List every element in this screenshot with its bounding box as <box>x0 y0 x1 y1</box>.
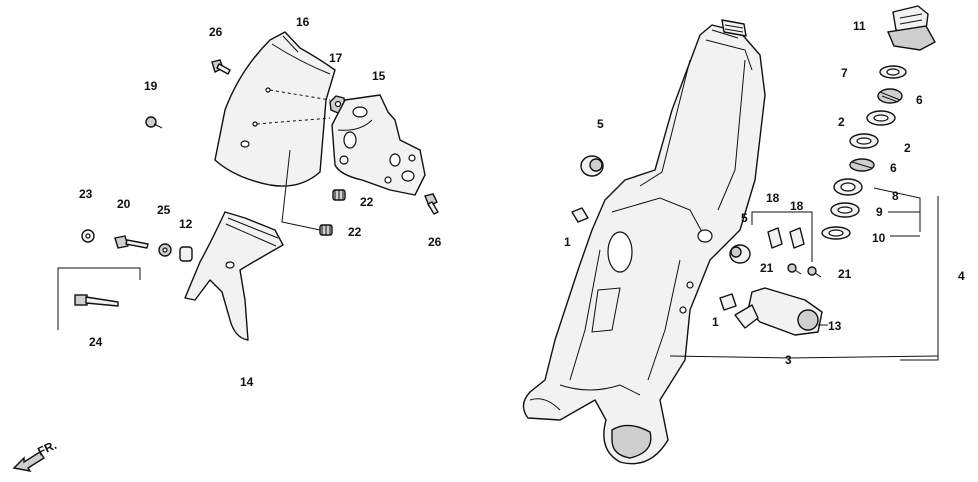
part-5-bushing-right <box>729 244 751 264</box>
part-26-bolt-upper <box>211 59 231 75</box>
label-17: 17 <box>329 51 343 65</box>
label-14: 14 <box>240 375 254 389</box>
label-6-upper: 6 <box>916 93 923 107</box>
part-6-bearing-lower <box>849 158 875 172</box>
label-5-right: 5 <box>741 211 748 225</box>
label-20: 20 <box>117 197 131 211</box>
part-20-bolt <box>114 235 149 249</box>
part-10-washer <box>821 226 851 240</box>
part-24-bolt <box>57 267 141 330</box>
part-22-clip-lower <box>319 224 333 236</box>
label-1-right: 1 <box>712 315 719 329</box>
part-19-screw <box>145 116 163 129</box>
part-21-screw-left <box>787 263 802 275</box>
label-16: 16 <box>296 15 310 29</box>
label-22-upper: 22 <box>360 195 374 209</box>
part-14-lower-cover <box>184 211 284 341</box>
label-6-lower: 6 <box>890 161 897 175</box>
label-22-lower: 22 <box>348 225 362 239</box>
part-5-bushing-left <box>580 155 604 177</box>
label-10: 10 <box>872 231 886 245</box>
label-7: 7 <box>841 66 848 80</box>
label-2-lower: 2 <box>904 141 911 155</box>
part-13-steering-lock <box>734 287 823 336</box>
label-21-right: 21 <box>838 267 852 281</box>
label-8: 8 <box>892 189 899 203</box>
label-18-left: 18 <box>766 191 780 205</box>
label-4: 4 <box>958 269 965 283</box>
label-13: 13 <box>828 319 842 333</box>
part-12-collar <box>179 246 193 262</box>
label-18-right: 18 <box>790 199 804 213</box>
label-3: 3 <box>785 353 792 367</box>
label-23: 23 <box>79 187 93 201</box>
part-15-bracket <box>331 94 426 196</box>
label-15: 15 <box>372 69 386 83</box>
front-arrow-label: FR. <box>35 438 58 459</box>
part-7-washer <box>879 65 907 79</box>
label-21-left: 21 <box>760 261 774 275</box>
label-26-right: 26 <box>428 235 442 249</box>
part-18-screw-right <box>789 227 805 249</box>
part-18-screw-left <box>767 227 783 249</box>
callout-labels: 26 16 17 15 19 23 20 25 12 22 22 26 24 1… <box>35 15 965 459</box>
part-9-race <box>830 202 860 218</box>
part-1-grommet-left <box>571 207 589 223</box>
part-21-screw-right <box>807 266 822 278</box>
label-5-left: 5 <box>597 117 604 131</box>
part-11-stem-nut <box>887 5 936 51</box>
part-16-upper-cover <box>214 31 336 187</box>
part-3-fork-stem <box>522 19 766 465</box>
label-19: 19 <box>144 79 158 93</box>
part-25-washer <box>158 243 172 257</box>
part-6-bearing-upper <box>877 88 903 104</box>
part-23-nut <box>81 229 95 243</box>
label-1-left: 1 <box>564 235 571 249</box>
label-24: 24 <box>89 335 103 349</box>
label-11: 11 <box>853 19 866 33</box>
label-26-upper: 26 <box>209 25 223 39</box>
part-8-dust-seal <box>833 178 863 196</box>
label-2-upper: 2 <box>838 115 845 129</box>
label-12: 12 <box>179 217 193 231</box>
part-2-race-upper <box>866 110 896 126</box>
part-26-bolt-right <box>424 193 439 215</box>
label-9: 9 <box>876 205 883 219</box>
part-1-grommet-right <box>719 293 737 311</box>
front-direction-arrow-icon <box>12 451 45 472</box>
part-2-race-lower <box>849 133 879 149</box>
label-25: 25 <box>157 203 171 217</box>
part-22-clip-upper <box>332 189 346 201</box>
